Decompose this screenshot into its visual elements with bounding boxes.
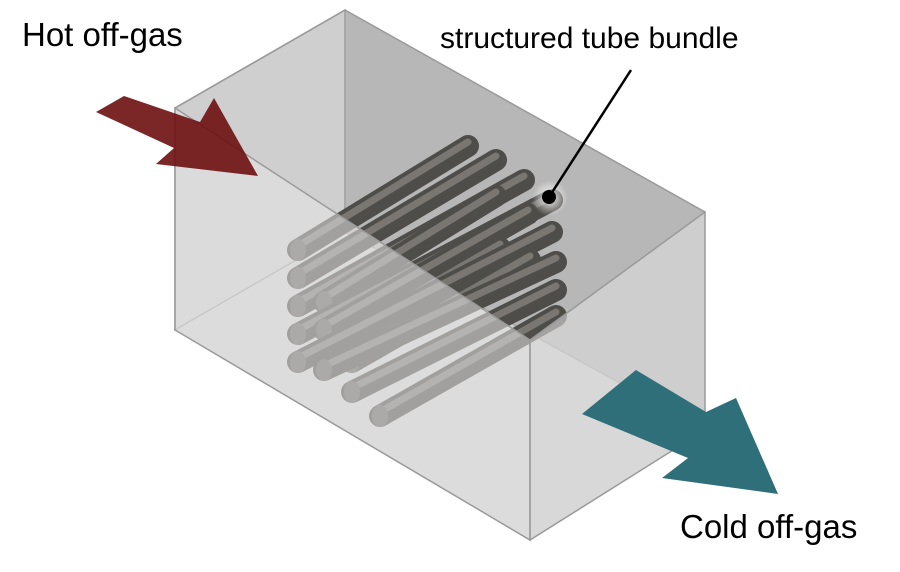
cold-outlet-arrow bbox=[582, 370, 778, 494]
cold-off-gas-label: Cold off-gas bbox=[680, 508, 858, 545]
bundle-leader-dot bbox=[542, 190, 556, 204]
housing-front bbox=[174, 9, 706, 542]
hot-off-gas-label: Hot off-gas bbox=[22, 16, 183, 53]
hot-inlet-arrow bbox=[96, 96, 258, 176]
bundle-leader-line bbox=[549, 69, 633, 195]
housing-edge bbox=[174, 9, 346, 109]
housing-edge bbox=[344, 9, 706, 213]
tube-bundle-label: structured tube bundle bbox=[440, 22, 739, 55]
